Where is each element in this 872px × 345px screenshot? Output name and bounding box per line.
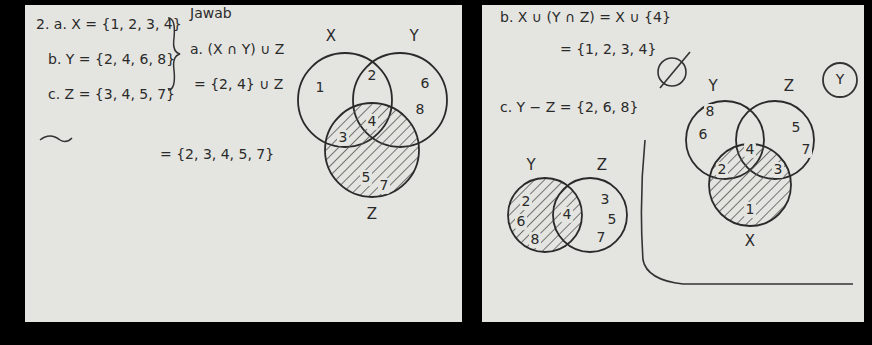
region-number: 4 bbox=[366, 114, 379, 129]
region-number: 7 bbox=[378, 178, 391, 193]
set-name: Z bbox=[784, 79, 794, 94]
region-number: 5 bbox=[790, 120, 803, 135]
divider-line bbox=[641, 140, 853, 284]
region-number: 2 bbox=[520, 194, 533, 209]
region-number: 5 bbox=[360, 170, 373, 185]
region-number: 3 bbox=[337, 130, 350, 145]
region-number: 5 bbox=[606, 212, 619, 227]
region-number: 2 bbox=[716, 162, 729, 177]
region-number: 8 bbox=[414, 102, 427, 117]
region-number: 7 bbox=[800, 142, 813, 157]
equation-line: = {1, 2, 3, 4} bbox=[560, 42, 656, 57]
set-name: Z bbox=[597, 158, 607, 173]
equation-line: = {2, 4} ∪ Z bbox=[194, 77, 283, 92]
region-number: 1 bbox=[744, 202, 757, 217]
region-number: 6 bbox=[419, 76, 432, 91]
paper-sheet bbox=[25, 5, 462, 322]
set-name: Y bbox=[526, 158, 535, 173]
region-number: 8 bbox=[529, 232, 542, 247]
region-number: 2 bbox=[366, 68, 379, 83]
region-number: 4 bbox=[561, 207, 574, 222]
circled-letter: Y bbox=[836, 72, 845, 87]
region-number: 3 bbox=[599, 192, 612, 207]
set-name: Y bbox=[708, 79, 717, 94]
equation-line: b. Y = {2, 4, 6, 8} bbox=[48, 52, 175, 67]
circled-mark bbox=[823, 63, 857, 97]
region-number: 8 bbox=[704, 104, 717, 119]
set-name: Y bbox=[409, 29, 418, 44]
paper-sheet bbox=[482, 5, 864, 322]
region-number: 6 bbox=[515, 214, 528, 229]
region-number: 3 bbox=[772, 162, 785, 177]
cross-out bbox=[660, 52, 690, 88]
equation-line: = {2, 3, 4, 5, 7} bbox=[160, 147, 274, 162]
equation-line: 2. a. X = {1, 2, 3, 4} bbox=[36, 17, 182, 32]
equation-line: a. (X ∩ Y) ∪ Z bbox=[190, 42, 284, 57]
region-number: 4 bbox=[744, 142, 757, 157]
equation-line: b. X ∪ (Y ∩ Z) = X ∪ {4} bbox=[500, 10, 671, 25]
region-number: 1 bbox=[314, 80, 327, 95]
set-name: X bbox=[745, 234, 755, 249]
set-name: Z bbox=[367, 207, 377, 222]
region-number: 7 bbox=[595, 230, 608, 245]
equation-line: c. Y − Z = {2, 6, 8} bbox=[500, 100, 638, 115]
equation-line: c. Z = {3, 4, 5, 7} bbox=[48, 87, 175, 102]
set-name: X bbox=[326, 29, 336, 44]
scribble bbox=[40, 136, 72, 142]
equation-line: Jawab bbox=[190, 6, 232, 21]
region-number: 6 bbox=[697, 127, 710, 142]
